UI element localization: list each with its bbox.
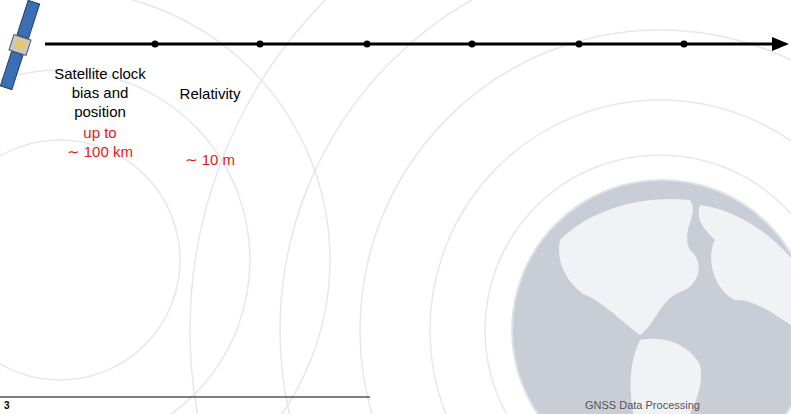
timeline-ticks	[152, 41, 688, 48]
timeline-arrow	[45, 37, 789, 51]
error-magnitude: ∼ 10 m	[170, 150, 250, 169]
footnote-rule	[0, 397, 370, 398]
footnote-number: 3	[4, 399, 24, 412]
globe	[512, 180, 791, 414]
error-magnitude: up to ∼ 100 km	[65, 123, 135, 161]
error-source: Satellite clock bias and position	[52, 64, 148, 121]
error-source: Relativity	[160, 84, 260, 103]
footer-text: GNSS Data Processing	[585, 398, 785, 412]
satellite-icon	[0, 0, 42, 91]
